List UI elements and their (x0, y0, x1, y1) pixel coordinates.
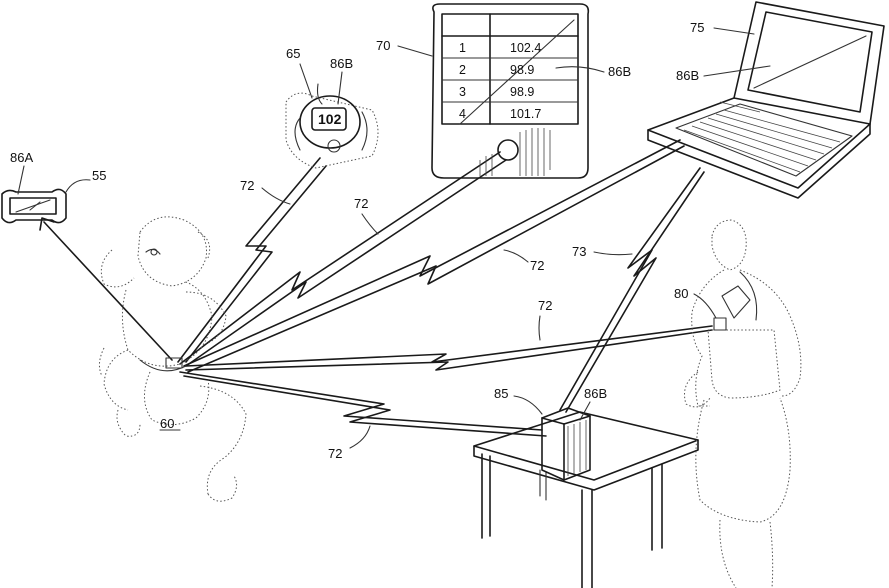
label-86b-base: 86B (584, 386, 607, 401)
label-73: 73 (572, 244, 586, 259)
thermometer-patch-icon (2, 166, 90, 223)
table-row-3-value: 98.9 (510, 85, 534, 99)
label-86b-table: 86B (608, 64, 631, 79)
label-72-monitor-link: 72 (354, 196, 368, 211)
table-row-4-value: 101.7 (510, 107, 541, 121)
label-86b-watch: 86B (330, 56, 353, 71)
table-row-3-index: 3 (459, 85, 466, 99)
wireless-signal-icon (40, 140, 712, 436)
label-75: 75 (690, 20, 704, 35)
label-72-laptop-link: 72 (530, 258, 544, 273)
label-72-caregiver-link: 72 (538, 298, 552, 313)
infant-icon (99, 217, 246, 501)
caregiver-icon (685, 220, 801, 588)
laptop-icon (648, 2, 884, 198)
label-55: 55 (92, 168, 106, 183)
label-86b-laptop: 86B (676, 68, 699, 83)
label-72-watch-link: 72 (240, 178, 254, 193)
label-70: 70 (376, 38, 390, 53)
label-85: 85 (494, 386, 508, 401)
table-row-2-value: 98.9 (510, 63, 534, 77)
label-65: 65 (286, 46, 300, 61)
label-86a: 86A (10, 150, 33, 165)
table-row-1-index: 1 (459, 41, 466, 55)
label-60: 60 (160, 416, 174, 431)
label-72-base-link: 72 (328, 446, 342, 461)
table-row-4-index: 4 (459, 107, 466, 121)
table-row-1-value: 102.4 (510, 41, 541, 55)
label-80: 80 (674, 286, 688, 301)
watch-reading: 102 (318, 111, 342, 127)
table-row-2-index: 2 (459, 63, 466, 77)
base-station-icon (542, 408, 590, 480)
